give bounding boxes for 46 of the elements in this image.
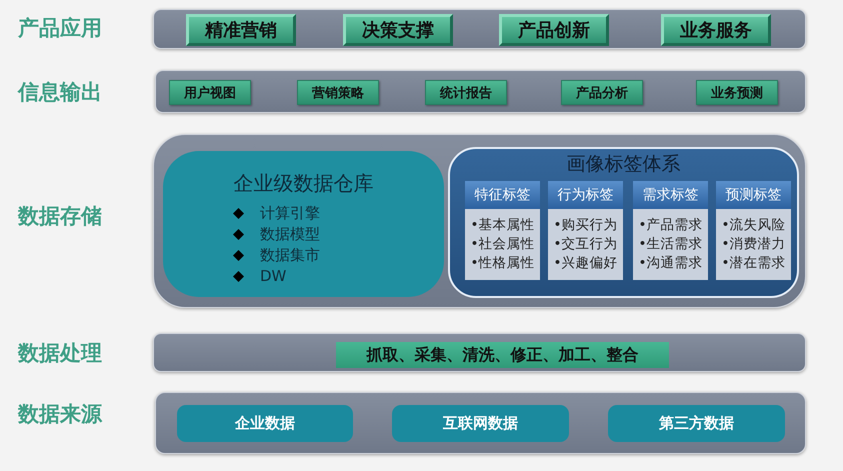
list-item: •交互行为 bbox=[552, 235, 618, 254]
list-item: •沟通需求 bbox=[638, 254, 704, 273]
row-label: 数据来源 bbox=[18, 401, 102, 428]
label-box: 业务预测 bbox=[696, 80, 778, 105]
rounded-panel bbox=[163, 151, 444, 297]
list-item: •消费潜力 bbox=[720, 235, 786, 254]
list-item: 计算引擎 bbox=[260, 203, 320, 224]
label-box: 决策支撑 bbox=[343, 14, 453, 46]
list-item: DW bbox=[260, 266, 286, 287]
list-item: •流失风险 bbox=[720, 216, 786, 235]
label-strip: 抓取、采集、清洗、修正、加工、整合 bbox=[336, 342, 669, 368]
card-header: 需求标签 bbox=[633, 181, 708, 209]
panel-title: 画像标签体系 bbox=[566, 152, 682, 177]
label-box: 营销策略 bbox=[297, 80, 379, 105]
row-label: 数据存储 bbox=[18, 203, 102, 230]
card-header: 预测标签 bbox=[716, 181, 791, 209]
list-item: •性格属性 bbox=[470, 254, 536, 273]
list-item: •购买行为 bbox=[552, 216, 618, 235]
list-item: 数据集市 bbox=[260, 245, 320, 266]
list-item: •基本属性 bbox=[470, 216, 536, 235]
label-box: 互联网数据 bbox=[392, 405, 569, 442]
label-box: 企业数据 bbox=[177, 405, 353, 442]
list-item: •生活需求 bbox=[638, 235, 704, 254]
row-label: 产品应用 bbox=[18, 15, 102, 42]
rounded-panel bbox=[448, 147, 799, 298]
card-header: 特征标签 bbox=[465, 181, 540, 209]
tag-card bbox=[633, 181, 708, 280]
list-item: •潜在需求 bbox=[720, 254, 786, 273]
list-item: •社会属性 bbox=[470, 235, 536, 254]
list-item: •兴趣偏好 bbox=[552, 254, 618, 273]
list-item: 数据模型 bbox=[260, 224, 320, 245]
list-item: •产品需求 bbox=[638, 216, 704, 235]
card-header: 行为标签 bbox=[548, 181, 623, 209]
label-box: 第三方数据 bbox=[608, 405, 785, 442]
label-box: 业务服务 bbox=[661, 14, 771, 46]
label-box: 精准营销 bbox=[186, 14, 296, 46]
label-box: 统计报告 bbox=[425, 80, 507, 105]
label-box: 产品创新 bbox=[499, 14, 609, 46]
label-box: 用户视图 bbox=[169, 80, 251, 105]
row-label: 数据处理 bbox=[18, 340, 102, 367]
tag-card bbox=[465, 181, 540, 280]
tag-card bbox=[716, 181, 791, 280]
tag-card bbox=[548, 181, 623, 280]
label-box: 产品分析 bbox=[561, 80, 643, 105]
row-label: 信息输出 bbox=[18, 79, 102, 106]
panel-title: 企业级数据仓库 bbox=[232, 170, 374, 197]
